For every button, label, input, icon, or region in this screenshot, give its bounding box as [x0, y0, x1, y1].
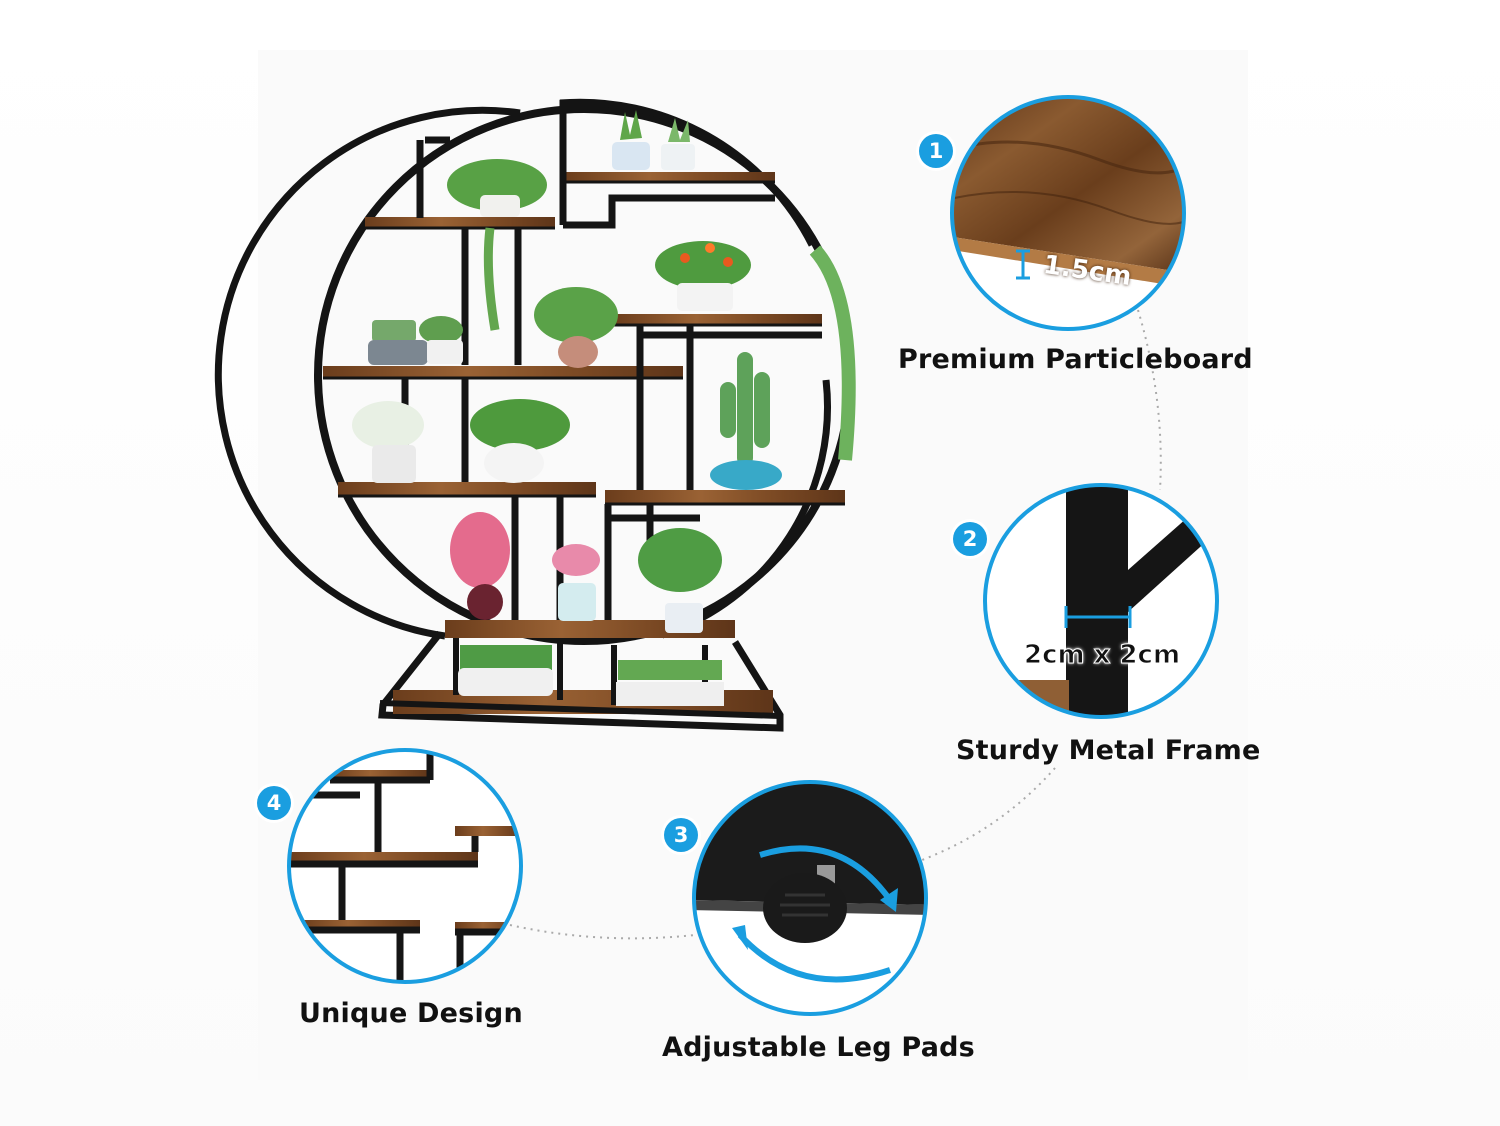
detail-metal-frame: [983, 483, 1219, 719]
badge-3: 3: [664, 818, 698, 852]
detail-particleboard: [950, 95, 1186, 331]
feature-title-unique-design: Unique Design: [299, 998, 523, 1029]
detail-leg-pads: [692, 780, 928, 1016]
badge-4: 4: [257, 786, 291, 820]
plants-decoration: [352, 110, 856, 706]
feature-title-leg-pads: Adjustable Leg Pads: [662, 1032, 975, 1063]
badge-2: 2: [953, 522, 987, 556]
badge-1: 1: [919, 134, 953, 168]
frame-dimension: 2cm x 2cm: [1023, 640, 1181, 671]
connector-lines: [509, 309, 1162, 940]
feature-title-particleboard: Premium Particleboard: [898, 344, 1253, 375]
feature-title-metal-frame: Sturdy Metal Frame: [956, 735, 1261, 766]
detail-unique-design: [287, 748, 523, 984]
